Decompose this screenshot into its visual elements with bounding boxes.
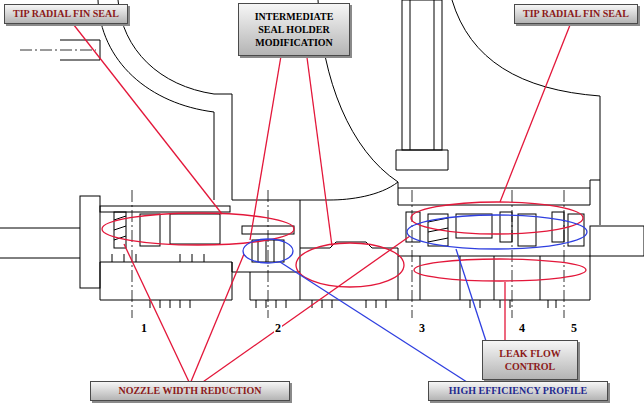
leader-line: [124, 244, 190, 384]
center-line: [512, 190, 513, 318]
callout-text: TIP RADIAL FIN SEAL: [523, 8, 629, 20]
blue-callouts: [243, 215, 587, 384]
rotor-disk: [100, 262, 232, 300]
leader-line: [250, 50, 282, 240]
callout-box: TIP RADIAL FIN SEAL: [4, 4, 128, 24]
leader-line: [280, 262, 470, 384]
seal-holder: [300, 242, 398, 300]
callout-box: INTERMEDIATE SEAL HOLDER MODIFICATION: [238, 3, 350, 56]
leader-line: [500, 20, 572, 202]
highlight-ellipse: [414, 259, 586, 281]
highlight-ellipse: [411, 202, 583, 234]
callout-number: 5: [570, 322, 578, 335]
highlight-ellipse: [407, 215, 587, 249]
callout-text: NOZZLE WIDTH REDUCTION: [99, 385, 281, 397]
outer-casing: [452, 0, 600, 180]
seal-teeth: [470, 300, 556, 308]
callout-box: NOZZLE WIDTH REDUCTION: [90, 381, 290, 401]
callout-text: INTERMEDIATE SEAL HOLDER MODIFICATION: [245, 10, 343, 49]
hatch: [258, 240, 274, 262]
rotor-blade: [140, 214, 160, 246]
inner-casing: [398, 188, 590, 189]
shaft: [0, 228, 80, 258]
highlight-ellipse: [102, 213, 294, 245]
callout-box: HIGH EFFICIENCY PROFILE: [428, 381, 608, 401]
nozzle-blade: [552, 212, 564, 242]
seal-teeth: [112, 254, 204, 262]
callout-box: TIP RADIAL FIN SEAL: [514, 4, 638, 24]
nozzle-blade: [114, 212, 126, 248]
center-lines: [20, 50, 564, 318]
nozzle-blade: [500, 212, 512, 242]
callout-text: TIP RADIAL FIN SEAL: [13, 8, 119, 20]
center-line: [268, 190, 269, 318]
casing-lines: [0, 0, 644, 308]
center-line: [564, 190, 565, 318]
highlight-ellipse: [243, 239, 293, 263]
rotor-disk: [398, 256, 590, 300]
shroud: [170, 214, 220, 244]
rotor-blade: [568, 214, 584, 246]
callout-box: LEAK FLOW CONTROL: [482, 340, 578, 380]
center-line: [412, 190, 413, 318]
callout-number: 1: [140, 322, 148, 335]
inner-casing: [100, 206, 230, 212]
callout-text: LEAK FLOW CONTROL: [489, 347, 571, 373]
casing-wall: [232, 200, 300, 272]
casing-wall: [214, 112, 215, 200]
center-line: [132, 190, 133, 318]
leader-line: [70, 20, 222, 214]
leader-line: [306, 50, 332, 246]
steam-pipe: [402, 0, 442, 150]
seal-teeth: [256, 300, 286, 308]
flange: [80, 196, 100, 288]
intermediate-casing: [300, 182, 398, 200]
leader-line: [200, 236, 410, 384]
casing-wall: [214, 94, 232, 200]
leader-line: [190, 254, 244, 384]
leader-line: [504, 282, 505, 342]
highlight-ellipse: [296, 243, 404, 287]
callout-number: 2: [274, 322, 282, 335]
red-callouts: [70, 20, 586, 384]
rotor-blade: [518, 214, 536, 246]
pipe-flange: [396, 0, 448, 170]
callout-text: HIGH EFFICIENCY PROFILE: [437, 385, 599, 397]
seal-teeth: [150, 300, 190, 308]
callout-number: 3: [418, 322, 426, 335]
callout-number: 4: [518, 322, 526, 335]
shaft: [590, 226, 644, 256]
volute-inner: [118, 0, 214, 94]
center-line: [20, 50, 96, 51]
